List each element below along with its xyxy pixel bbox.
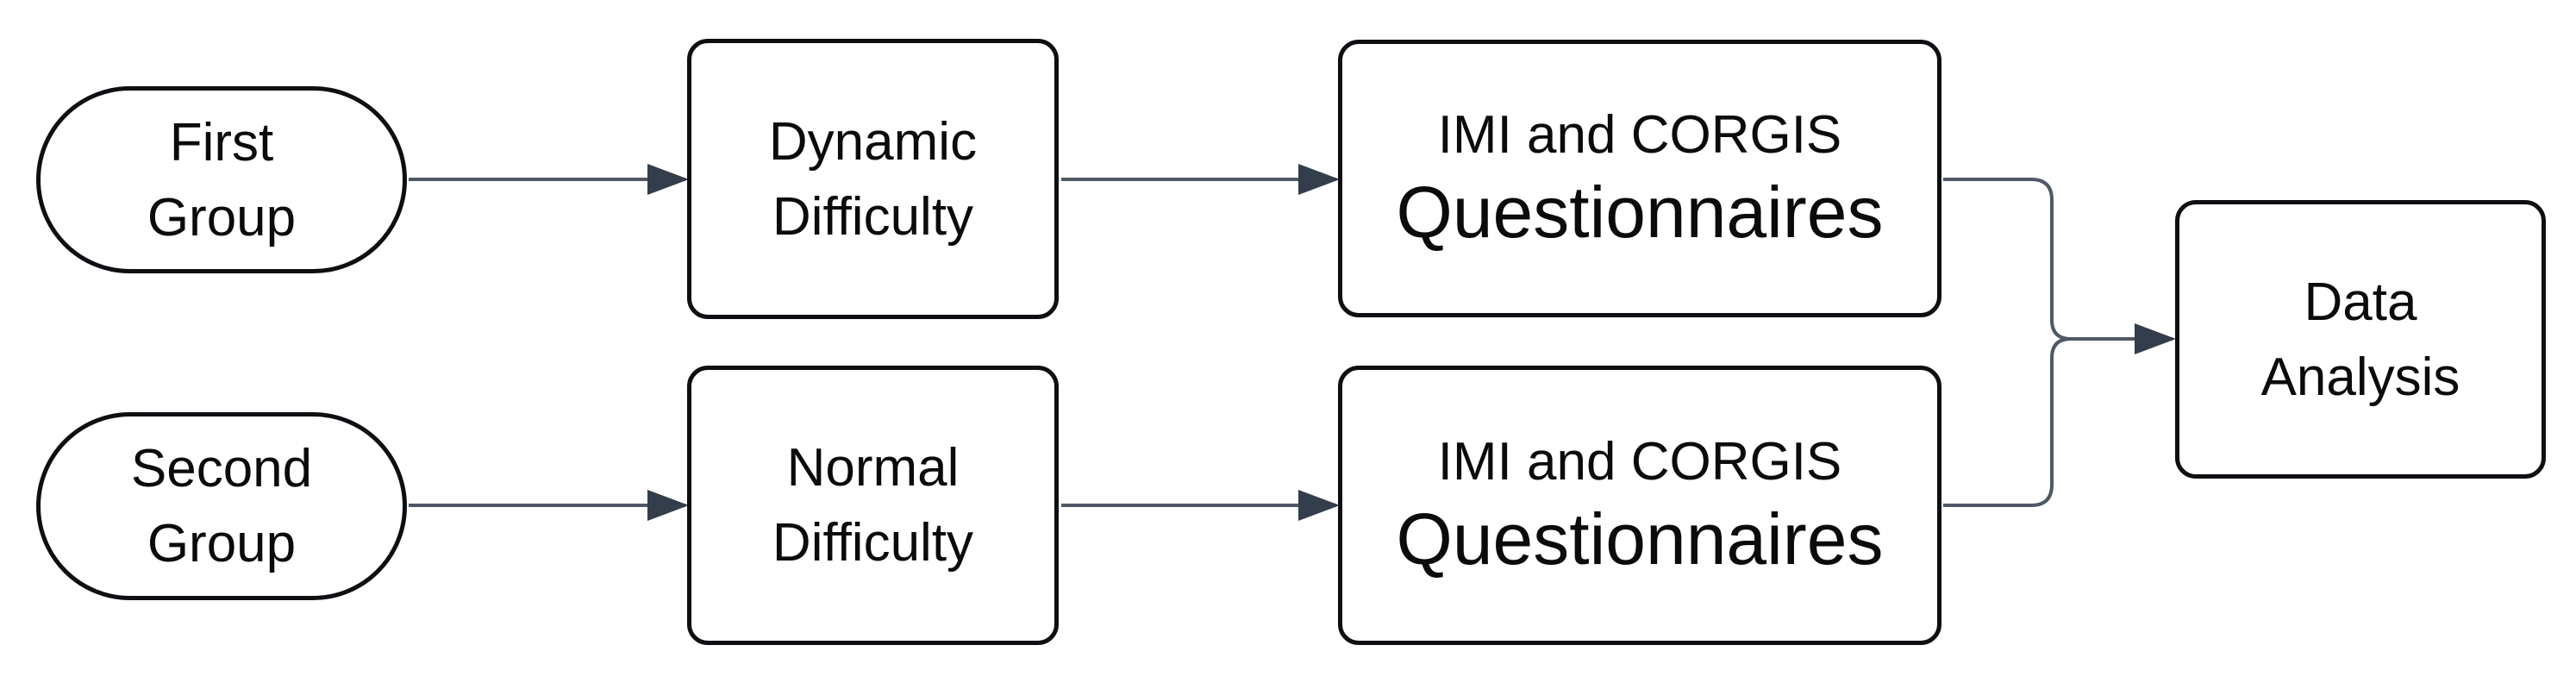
edge-questionnaires-top-to-merge: [1943, 178, 2072, 341]
node-second-group[interactable]: Second Group: [36, 412, 407, 600]
node-data-analysis-label: Data Analysis: [2260, 272, 2460, 407]
node-normal-difficulty[interactable]: Normal Difficulty: [687, 366, 1059, 645]
edge-questionnaires-bottom-to-merge: [1943, 337, 2072, 507]
node-dynamic-difficulty[interactable]: Dynamic Difficulty: [687, 39, 1059, 319]
node-imi-corgis-bottom-line2: Questionnaires: [1396, 498, 1884, 579]
node-imi-corgis-questionnaires-top[interactable]: IMI and CORGIS Questionnaires: [1338, 40, 1941, 317]
node-data-analysis[interactable]: Data Analysis: [2175, 200, 2546, 479]
node-first-group[interactable]: First Group: [36, 86, 407, 273]
node-second-group-label: Second Group: [130, 439, 313, 573]
node-first-group-label: First Group: [147, 112, 297, 247]
node-normal-difficulty-label: Normal Difficulty: [772, 438, 974, 573]
node-imi-corgis-top-line2: Questionnaires: [1396, 172, 1884, 253]
node-imi-corgis-questionnaires-bottom[interactable]: IMI and CORGIS Questionnaires: [1338, 366, 1941, 645]
node-imi-corgis-top-line1: IMI and CORGIS: [1437, 105, 1842, 165]
node-dynamic-difficulty-label: Dynamic Difficulty: [768, 111, 978, 247]
node-imi-corgis-bottom-line1: IMI and CORGIS: [1437, 432, 1842, 492]
